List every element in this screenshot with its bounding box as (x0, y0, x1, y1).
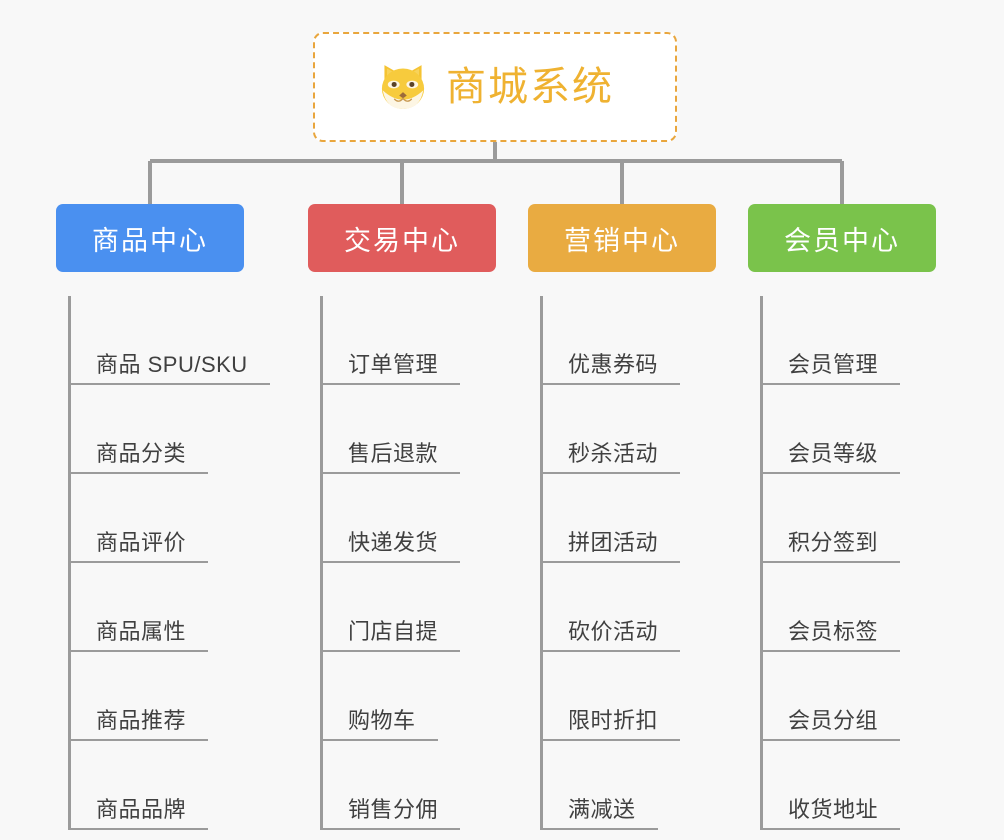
leaf-spine (68, 296, 71, 830)
leaf-item[interactable]: 积分签到 (748, 474, 936, 563)
leaf-item-label: 会员分组 (760, 708, 901, 741)
branch-header-label: 商品中心 (92, 225, 208, 256)
branch-header-product-center[interactable]: 商品中心 (56, 204, 244, 272)
leaf-item[interactable]: 收货地址 (748, 741, 936, 830)
leaf-item[interactable]: 商品品牌 (56, 741, 244, 830)
leaf-item-label: 拼团活动 (540, 530, 681, 563)
leaf-item[interactable]: 售后退款 (308, 385, 496, 474)
branch-marketing-center: 营销中心优惠券码秒杀活动拼团活动砍价活动限时折扣满减送 (528, 204, 716, 830)
leaf-item-label: 商品推荐 (68, 708, 209, 741)
leaf-item-label: 会员管理 (760, 352, 901, 385)
leaf-item-label: 商品品牌 (68, 797, 209, 830)
leaf-item-label: 售后退款 (320, 441, 461, 474)
leaf-item[interactable]: 砍价活动 (528, 563, 716, 652)
branch-product-center: 商品中心商品 SPU/SKU 商品分类商品评价商品属性商品推荐商品品牌 (56, 204, 270, 830)
leaf-list-marketing-center: 优惠券码秒杀活动拼团活动砍价活动限时折扣满减送 (528, 296, 716, 830)
leaf-item-label: 秒杀活动 (540, 441, 681, 474)
leaf-item-label: 积分签到 (760, 530, 901, 563)
branch-header-member-center[interactable]: 会员中心 (748, 204, 936, 272)
leaf-item[interactable]: 销售分佣 (308, 741, 496, 830)
leaf-item[interactable]: 会员等级 (748, 385, 936, 474)
leaf-item-label: 优惠券码 (540, 352, 681, 385)
leaf-item-label: 商品分类 (68, 441, 209, 474)
branch-member-center: 会员中心会员管理会员等级积分签到会员标签会员分组收货地址 (748, 204, 936, 830)
branch-header-label: 交易中心 (344, 225, 460, 256)
leaf-item-label: 会员标签 (760, 619, 901, 652)
leaf-item[interactable]: 秒杀活动 (528, 385, 716, 474)
leaf-item[interactable]: 会员标签 (748, 563, 936, 652)
leaf-item-label: 销售分佣 (320, 797, 461, 830)
leaf-item[interactable]: 商品分类 (56, 385, 244, 474)
leaf-spine (540, 296, 543, 830)
leaf-item-label: 商品属性 (68, 619, 209, 652)
leaf-item-label: 限时折扣 (540, 708, 681, 741)
leaf-item-label: 快递发货 (320, 530, 461, 563)
leaf-item[interactable]: 会员管理 (748, 296, 936, 385)
leaf-item-label: 购物车 (320, 708, 438, 741)
leaf-list-product-center: 商品 SPU/SKU 商品分类商品评价商品属性商品推荐商品品牌 (56, 296, 270, 830)
leaf-item[interactable]: 商品属性 (56, 563, 244, 652)
root-node[interactable]: 商城系统 (313, 32, 677, 142)
root-title: 商城系统 (446, 65, 614, 109)
branch-header-label: 会员中心 (784, 225, 900, 256)
leaf-item-label: 商品评价 (68, 530, 209, 563)
branch-trade-center: 交易中心订单管理售后退款快递发货门店自提购物车销售分佣 (308, 204, 496, 830)
leaf-item-label: 会员等级 (760, 441, 901, 474)
leaf-item[interactable]: 商品评价 (56, 474, 244, 563)
shiba-inu-dog-face-icon (381, 65, 425, 109)
leaf-spine (760, 296, 763, 830)
branch-header-label: 营销中心 (564, 225, 680, 256)
leaf-item[interactable]: 快递发货 (308, 474, 496, 563)
leaf-spine (320, 296, 323, 830)
leaf-item[interactable]: 优惠券码 (528, 296, 716, 385)
leaf-list-member-center: 会员管理会员等级积分签到会员标签会员分组收货地址 (748, 296, 936, 830)
leaf-item-label: 满减送 (540, 797, 658, 830)
leaf-item[interactable]: 拼团活动 (528, 474, 716, 563)
leaf-item-label: 砍价活动 (540, 619, 681, 652)
leaf-item-label: 商品 SPU/SKU (68, 352, 270, 385)
leaf-item[interactable]: 门店自提 (308, 563, 496, 652)
leaf-item-label: 门店自提 (320, 619, 461, 652)
leaf-list-trade-center: 订单管理售后退款快递发货门店自提购物车销售分佣 (308, 296, 496, 830)
branch-header-trade-center[interactable]: 交易中心 (308, 204, 496, 272)
leaf-item[interactable]: 商品推荐 (56, 652, 244, 741)
leaf-item[interactable]: 订单管理 (308, 296, 496, 385)
leaf-item[interactable]: 满减送 (528, 741, 716, 830)
leaf-item[interactable]: 商品 SPU/SKU (56, 296, 270, 385)
leaf-item-label: 订单管理 (320, 352, 461, 385)
leaf-item[interactable]: 限时折扣 (528, 652, 716, 741)
leaf-item[interactable]: 会员分组 (748, 652, 936, 741)
leaf-item-label: 收货地址 (760, 797, 901, 830)
leaf-item[interactable]: 购物车 (308, 652, 496, 741)
branch-header-marketing-center[interactable]: 营销中心 (528, 204, 716, 272)
